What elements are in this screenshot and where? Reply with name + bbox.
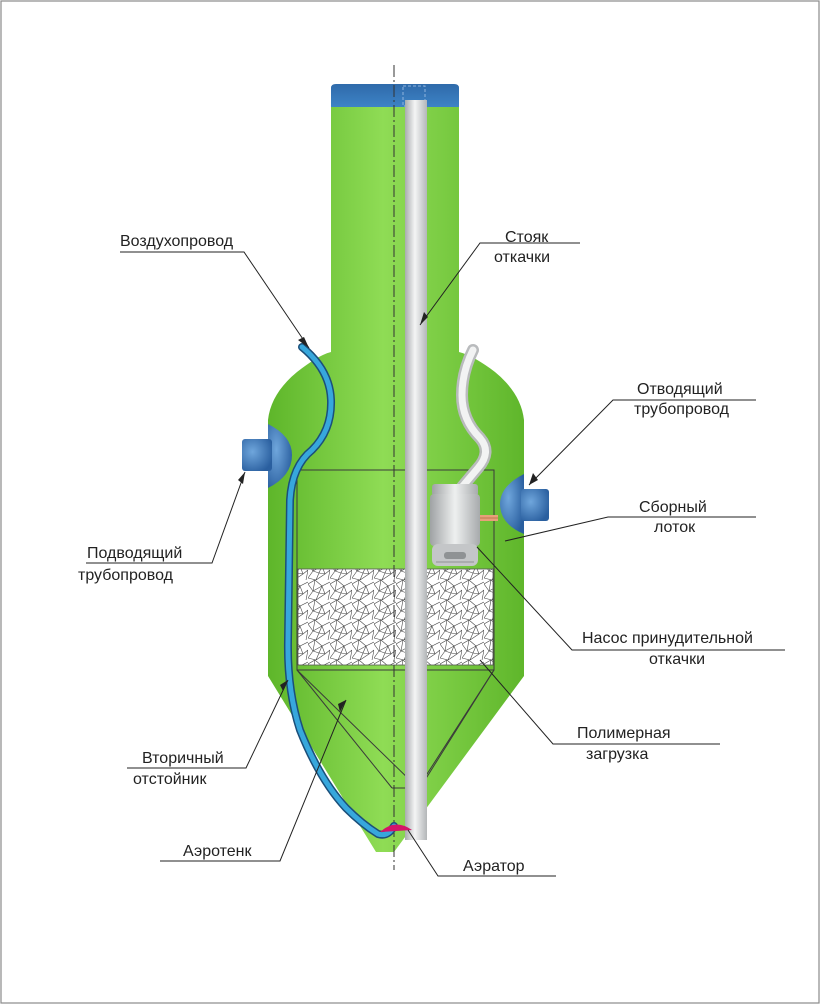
label-media-line1: Полимерная [577, 725, 671, 742]
leader-riser [419, 242, 580, 326]
label-aerotank: Аэротенк [183, 843, 253, 860]
label-riser-line1: Стояк [505, 229, 549, 246]
leader-arrows [238, 312, 538, 712]
inlet-nozzle [242, 424, 292, 488]
pump-hose-highlight [458, 346, 489, 491]
leader-clarifier [127, 679, 289, 769]
leader-media [479, 659, 720, 745]
label-outlet-line2: трубопровод [634, 401, 730, 418]
label-pump-line1: Насос принудительной [582, 630, 753, 647]
label-air-pipe: Воздухопровод [120, 233, 234, 250]
label-clarifier-line1: Вторичный [142, 750, 224, 767]
polymer-media [297, 568, 494, 666]
label-pump-line2: откачки [649, 651, 705, 668]
air-pipe-fill [285, 344, 397, 838]
tank-top-cap [331, 84, 459, 107]
label-tray-line2: лоток [654, 519, 696, 536]
label-aerator: Аэратор [463, 858, 525, 875]
aerator [380, 824, 412, 832]
pump [430, 484, 480, 566]
label-outlet-line1: Отводящий [637, 381, 723, 398]
riser-pipe-fill [405, 100, 427, 840]
outlet-nozzle [500, 474, 549, 534]
collection-tray [480, 515, 498, 521]
leader-aerator [407, 829, 556, 877]
label-inlet-line1: Подводящий [87, 545, 182, 562]
leader-outlet [528, 399, 756, 486]
cone-wall-right [419, 669, 495, 789]
leader-inlet [86, 471, 246, 564]
leader-aerotank [160, 699, 347, 862]
leader-air-pipe [120, 251, 310, 349]
label-clarifier-line2: отстойник [133, 771, 207, 788]
label-media-line2: загрузка [586, 746, 648, 763]
cone-wall-left [296, 669, 393, 789]
label-riser-line2: откачки [494, 249, 550, 266]
leader-lines [86, 242, 785, 877]
leader-tray [504, 516, 756, 542]
label-inlet-line2: трубопровод [78, 567, 174, 584]
label-tray-line1: Сборный [639, 499, 707, 516]
leader-pump [476, 546, 785, 651]
